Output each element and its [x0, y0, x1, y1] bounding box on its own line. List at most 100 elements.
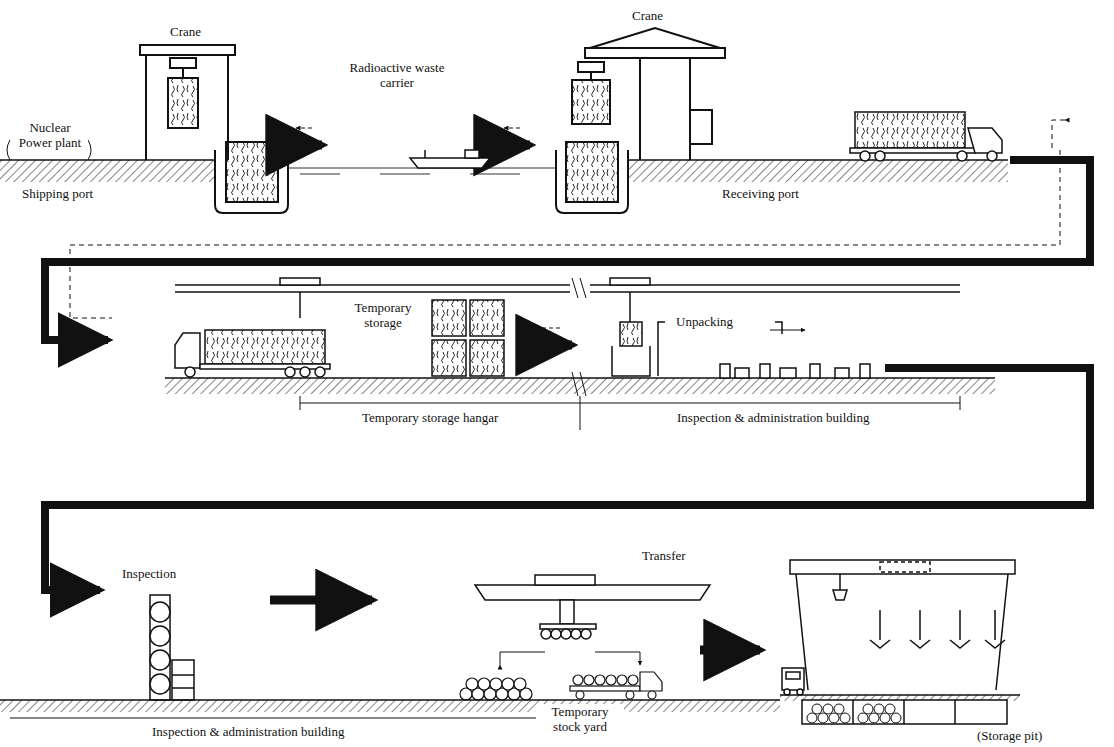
waste-carrier-ship — [410, 150, 490, 168]
line-stroke — [10, 718, 555, 719]
rect-stroke — [570, 686, 640, 691]
line-stroke — [629, 292, 631, 322]
circle-stroke — [834, 704, 844, 714]
rect-stroke — [280, 278, 320, 285]
rect-stroke — [172, 660, 194, 700]
circle-stroke — [573, 675, 583, 685]
rect-stroke — [760, 364, 770, 378]
circle-stroke — [576, 691, 584, 699]
path-stroke — [590, 28, 720, 48]
loading-basin — [215, 142, 288, 213]
line-stroke — [175, 284, 570, 286]
rect-stroke — [690, 110, 712, 144]
circle-stroke — [571, 629, 581, 639]
path-stroke — [950, 610, 970, 648]
circle-stroke — [150, 650, 170, 670]
circle-stroke — [880, 713, 890, 723]
line-stroke — [470, 174, 520, 175]
rect-stroke — [140, 45, 235, 55]
path-stroke — [504, 128, 520, 129]
receiving-basin — [556, 142, 628, 213]
water — [288, 168, 556, 174]
rect-stroke — [780, 368, 796, 378]
path-stroke — [770, 330, 805, 331]
circle-stroke — [561, 629, 571, 639]
path-stroke — [500, 652, 545, 665]
circle-stroke — [957, 151, 967, 161]
rect-stroke — [470, 300, 504, 336]
inspection-machine — [150, 595, 194, 700]
circle-stroke — [874, 704, 884, 714]
rect-stroke — [226, 142, 278, 202]
storage-label: Temporary storage — [345, 300, 421, 330]
process-flow-line — [45, 368, 1090, 590]
process-flow-line — [45, 120, 1090, 340]
rect-stroke — [810, 364, 820, 378]
circle-stroke — [628, 675, 638, 685]
g-stroke — [720, 364, 870, 378]
rect-stroke — [855, 112, 965, 148]
path-stroke — [532, 328, 560, 329]
path-stroke — [175, 333, 200, 368]
circle-stroke — [185, 367, 195, 377]
circle-stroke — [829, 713, 839, 723]
rect-stroke — [802, 700, 1007, 724]
circle-stroke — [315, 367, 325, 377]
circle-stroke — [885, 704, 895, 714]
rect-stroke — [572, 80, 610, 124]
ship-label: Radioactive waste carrier — [345, 60, 449, 90]
line-stroke — [172, 687, 194, 689]
line-stroke — [580, 396, 581, 430]
circle-stroke — [595, 675, 605, 685]
circle-stroke — [784, 689, 790, 695]
left-crane — [140, 45, 235, 160]
rect-stroke — [165, 378, 995, 394]
circle-stroke — [823, 704, 833, 714]
circle-stroke — [478, 678, 490, 690]
circle-stroke — [812, 704, 822, 714]
flow-arrow — [270, 596, 372, 605]
path-stroke — [870, 610, 890, 648]
right-crane — [572, 28, 725, 160]
port-label: Shipping port — [20, 186, 95, 201]
circle-stroke — [606, 675, 616, 685]
path-stroke — [292, 141, 322, 150]
rect-stroke — [432, 300, 466, 336]
overhead-rail — [175, 278, 960, 322]
storage-pit-gantry — [790, 560, 1015, 690]
path-stroke — [525, 341, 572, 350]
unpacking-station — [612, 322, 870, 378]
rect-stroke — [860, 364, 870, 378]
line-stroke — [300, 396, 301, 410]
ground — [165, 378, 995, 394]
path-stroke — [612, 346, 650, 376]
receiving-port — [628, 160, 1008, 182]
small-truck — [782, 668, 804, 695]
path-stroke — [45, 160, 1090, 340]
line-stroke — [639, 58, 641, 160]
rect-stroke — [200, 364, 330, 369]
container-stack — [432, 300, 504, 376]
circle-stroke — [551, 629, 561, 639]
crane-label: Crane — [630, 8, 665, 23]
line-stroke — [424, 150, 426, 158]
crane-label: Crane — [168, 24, 203, 39]
circle-stroke — [648, 691, 656, 699]
path-stroke — [833, 590, 847, 600]
circle-stroke — [860, 151, 870, 161]
rect-stroke — [540, 624, 596, 629]
drum-stock — [460, 678, 532, 700]
building-dimension: Inspection & administration building — [675, 410, 871, 425]
transfer-crane — [475, 575, 710, 639]
circle-stroke — [150, 674, 170, 694]
circle-stroke — [626, 691, 634, 699]
line-stroke — [175, 291, 570, 293]
path-stroke — [500, 141, 530, 150]
rect-stroke — [720, 364, 730, 378]
path-stroke — [910, 610, 930, 648]
g-stroke — [807, 704, 901, 723]
station-label: Inspection — [120, 566, 178, 581]
truck-with-container — [175, 330, 330, 377]
flow-arrows — [525, 328, 805, 345]
